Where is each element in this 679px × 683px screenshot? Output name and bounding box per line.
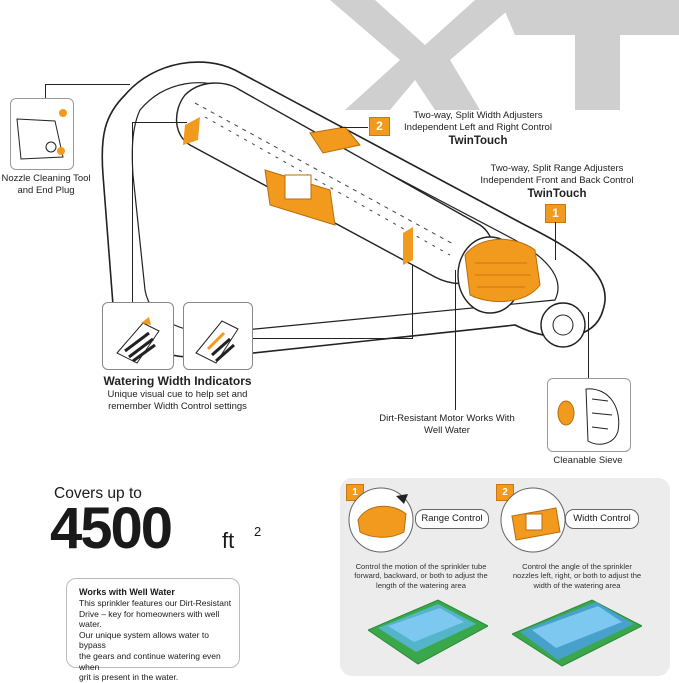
nozzle-tool-image (10, 98, 74, 170)
well-water-line: grit is present in the water. (79, 672, 179, 683)
width-indicator-image-1 (102, 302, 174, 370)
coverage-unit: ft (222, 528, 235, 553)
width-indicators-callout: Watering Width Indicators Unique visual … (103, 374, 252, 412)
well-water-line: Our unique system allows water to bypass (79, 629, 209, 651)
well-water-line: This sprinkler features our Dirt-Resista… (79, 598, 232, 608)
width-adjusters-callout: Two-way, Split Width Adjusters Independe… (404, 110, 552, 147)
sieve-image (547, 378, 631, 452)
well-water-line: the gears and continue watering even whe… (79, 650, 221, 672)
callout-number-1: 1 (545, 204, 566, 223)
range-control-image (348, 487, 414, 553)
width-lawn-illustration (512, 599, 642, 667)
width-control-desc: Control the angle of the sprinkler nozzl… (512, 562, 642, 590)
xt-logo (330, 0, 679, 110)
nozzle-tool-label: Nozzle Cleaning Tool and End Plug (1, 173, 91, 196)
well-water-line: Drive – key for homeowners with well wat… (79, 608, 220, 630)
width-control-label: Width Control (565, 509, 639, 529)
range-lawn-illustration (368, 599, 488, 665)
callout-number-2: 2 (369, 117, 390, 136)
range-adjusters-callout: Two-way, Split Range Adjusters Independe… (480, 163, 634, 200)
range-control-label: Range Control (415, 509, 489, 529)
well-water-box: Works with Well Water This sprinkler fea… (66, 578, 240, 682)
width-number: 2 (496, 484, 514, 501)
sprinkler-illustration (101, 61, 606, 359)
well-water-title: Works with Well Water (79, 587, 175, 597)
sieve-label: Cleanable Sieve (553, 455, 623, 466)
range-control-desc: Control the motion of the sprinkler tube… (354, 562, 488, 590)
width-control-image (500, 487, 566, 553)
coverage-value: 4500 (50, 496, 173, 561)
motor-callout: Dirt-Resistant Motor Works With Well Wat… (379, 413, 515, 436)
width-indicator-image-2 (183, 302, 253, 370)
coverage-prefix: Covers up to (54, 485, 142, 502)
coverage-exponent: 2 (254, 524, 262, 539)
